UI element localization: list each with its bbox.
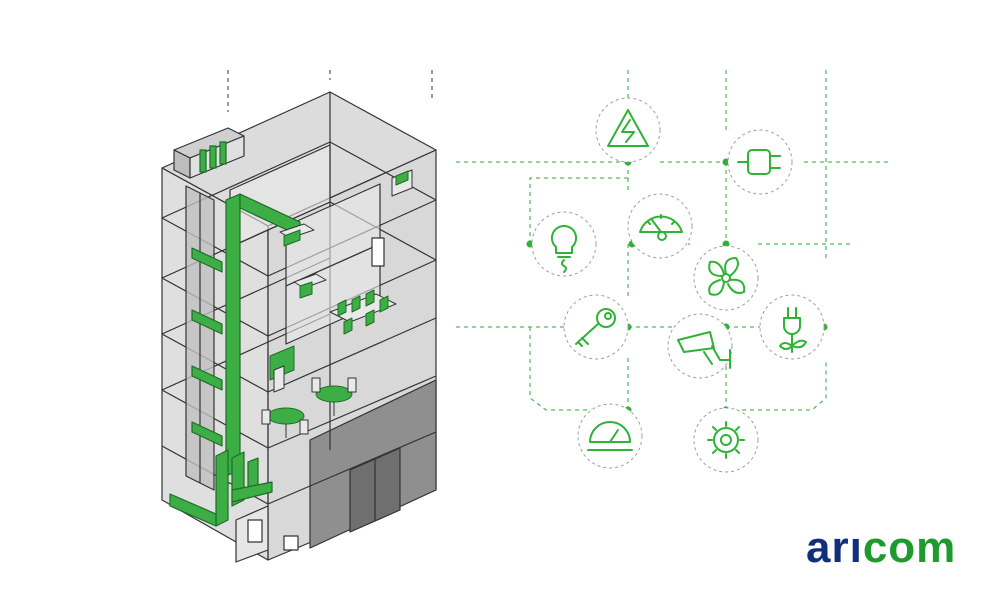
rooftop-unit: [173, 127, 245, 179]
door: [371, 237, 385, 267]
speedometer-bubble: [577, 403, 643, 469]
building-cutaway: [161, 91, 437, 563]
elevator-shaft: [185, 185, 215, 491]
high-voltage-warning-bubble: [595, 97, 661, 163]
security-camera-bubble: [667, 313, 733, 379]
logo-text-part-a: arı: [806, 523, 863, 572]
eco-plug-icon: [779, 307, 807, 353]
network-nodes: [526, 158, 828, 414]
light-bulb-icon: [550, 224, 578, 273]
gear-settings-bubble: [693, 407, 759, 473]
furniture: [261, 169, 413, 438]
light-bulb-bubble: [531, 211, 597, 277]
access-key-icon: [575, 308, 616, 347]
logo-text-part-b: com: [862, 523, 957, 572]
gear-settings-icon: [707, 421, 745, 459]
gauge-meter-bubble: [627, 193, 693, 259]
ventilation-fan-icon: [708, 257, 746, 296]
speedometer-icon: [587, 421, 633, 451]
power-plug-bubble: [727, 129, 793, 195]
mechanical-room: [235, 505, 299, 563]
aricom-logo: arıcom: [806, 526, 956, 570]
power-plug-icon: [737, 149, 781, 175]
high-voltage-warning-icon: [607, 109, 649, 147]
security-camera-icon: [677, 331, 731, 369]
partitions: [229, 144, 381, 345]
service-ducts: [169, 449, 273, 527]
eco-plug-bubble: [759, 294, 825, 360]
building-leaders: [227, 70, 433, 112]
ventilation-fan-bubble: [693, 245, 759, 311]
gauge-meter-icon: [639, 214, 683, 241]
